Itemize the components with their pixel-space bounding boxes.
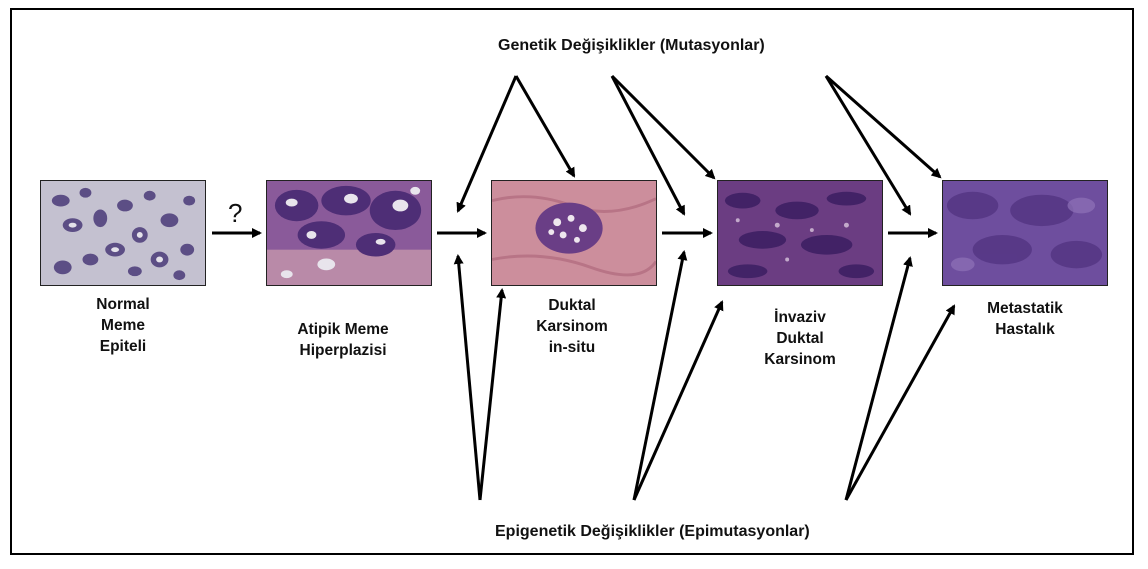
epigenetic-arrow-to-metastatic: [846, 306, 954, 500]
genetic-arrow-to-progression-4: [826, 76, 910, 214]
genetic-arrow-to-invasive: [612, 76, 714, 178]
genetic-arrow-to-hyperplasia: [458, 76, 516, 211]
genetic-arrow-to-dcis: [516, 76, 574, 176]
epigenetic-arrow-to-progression-2: [458, 256, 480, 500]
epigenetic-arrow-to-progression-4: [846, 258, 910, 500]
genetic-arrow-to-metastatic: [826, 76, 940, 177]
epigenetic-arrow-to-dcis: [480, 290, 502, 500]
genetic-arrow-to-progression-3: [612, 76, 684, 214]
epigenetic-arrow-to-invasive: [634, 302, 722, 500]
epigenetic-arrow-to-progression-3: [634, 252, 684, 500]
